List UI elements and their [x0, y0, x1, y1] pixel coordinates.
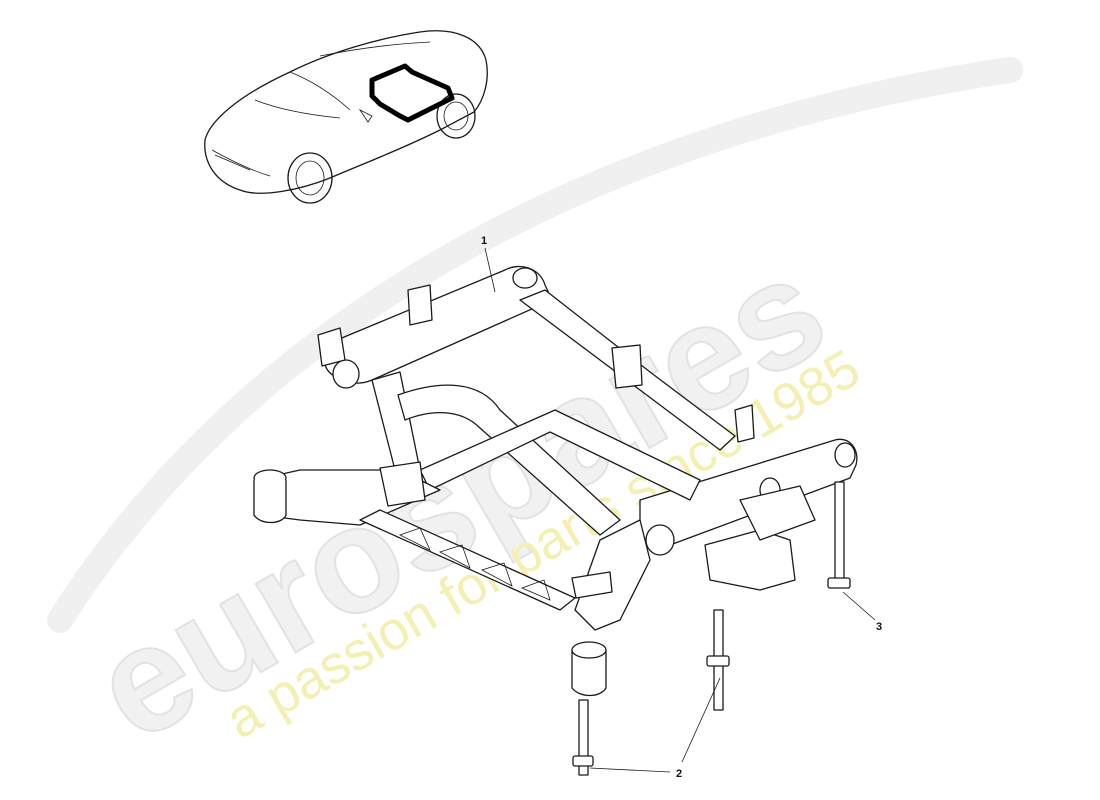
leader-line-2a — [589, 767, 671, 773]
callout-3: 3 — [876, 621, 882, 633]
leader-line-3 — [842, 591, 876, 621]
car-overview-illustration — [204, 30, 488, 204]
bolt-item-2-lower — [572, 699, 594, 776]
leader-line-1 — [484, 247, 496, 293]
bolt-item-3 — [827, 481, 851, 589]
callout-1: 1 — [481, 235, 487, 247]
front-subframe-assembly — [253, 265, 858, 697]
callout-2: 2 — [676, 768, 682, 780]
highlighted-subframe — [369, 63, 455, 123]
leader-line-2b — [681, 677, 721, 763]
leader-lines — [484, 247, 876, 773]
bolt-item-2-upper — [706, 609, 730, 711]
watermark-swoosh — [47, 57, 1023, 633]
